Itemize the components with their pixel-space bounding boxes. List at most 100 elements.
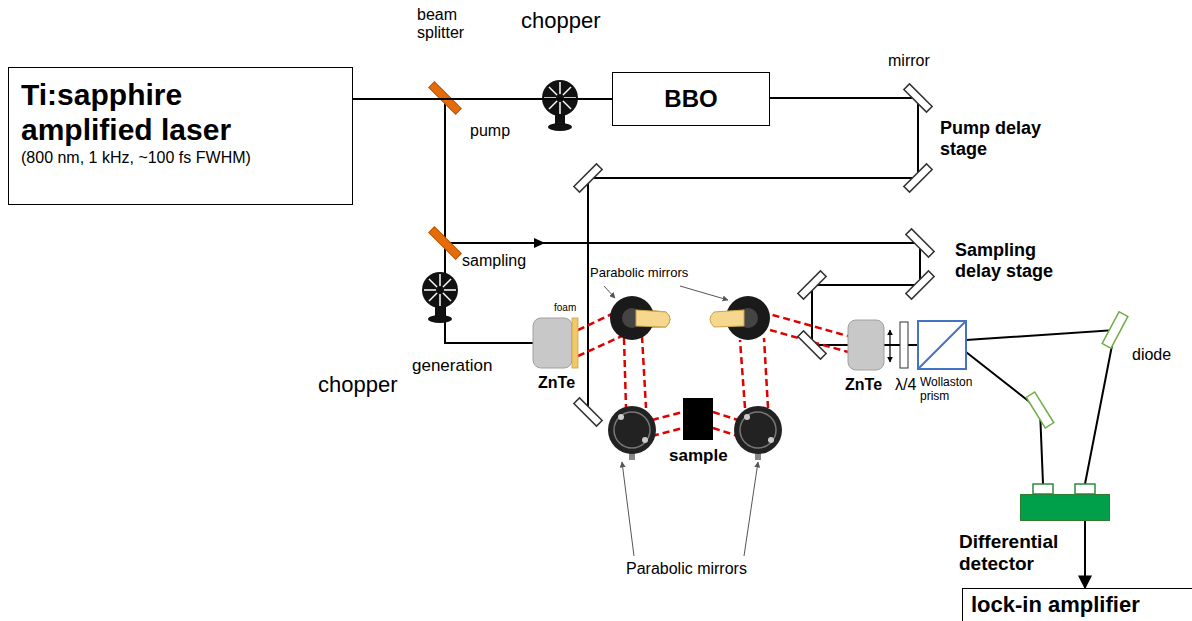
diode-mirror	[1102, 312, 1128, 348]
mirror	[798, 271, 826, 299]
mirror-label: Parabolic mirrors	[626, 560, 747, 578]
beam-label: pump	[470, 122, 510, 140]
beam-label: sampling	[462, 252, 526, 270]
chopper-icon	[429, 279, 451, 301]
detector-input	[1033, 484, 1095, 494]
chopper-label: chopper	[318, 372, 398, 397]
diode-label: diode	[1132, 346, 1171, 364]
laser-beam	[588, 98, 918, 412]
parabolic-mirror	[710, 310, 744, 327]
crystal-label: ZnTe	[538, 374, 575, 392]
laser-beam	[966, 352, 1043, 484]
stage-label: Pump delay stage	[940, 118, 1045, 159]
beam-splitter	[429, 227, 462, 260]
mirror	[574, 398, 602, 426]
znte-crystal	[848, 320, 884, 370]
chopper-icon	[548, 123, 572, 131]
laser-specs: (800 nm, 1 kHz, ~100 fs FWHM)	[21, 149, 340, 167]
leader-line	[744, 462, 758, 556]
chopper-icon	[428, 315, 452, 323]
diode-mirror	[1026, 392, 1054, 428]
laser-beam	[445, 98, 1115, 484]
leader-line	[604, 286, 758, 556]
chopper-icon	[429, 279, 451, 301]
material-label: foam	[554, 302, 576, 314]
stage-label: Sampling delay stage	[955, 240, 1060, 281]
wave-plate	[889, 330, 890, 362]
wave-plate	[890, 322, 908, 368]
mirror	[906, 229, 934, 257]
leader-line	[680, 286, 728, 300]
prism-label: Wollaston prism	[920, 376, 982, 404]
znte-crystal	[572, 318, 578, 368]
mirror-label: mirror	[888, 52, 930, 70]
thz-beam	[713, 412, 738, 420]
beam-splitter	[429, 82, 462, 260]
mirror-mount	[734, 406, 782, 460]
parabolic-mirror	[710, 296, 770, 340]
parabolic-mirror	[610, 296, 670, 340]
mirror-mount	[740, 412, 776, 448]
mirror	[906, 271, 934, 299]
mirror-mount	[614, 412, 650, 448]
thz-beam	[624, 338, 626, 408]
chopper-icon	[436, 286, 444, 294]
mirror-mount	[608, 406, 656, 454]
crystal-name: BBO	[664, 85, 717, 113]
mirror-mount	[608, 406, 656, 460]
detector-input	[1033, 484, 1053, 494]
diode-mirror	[1026, 312, 1128, 428]
wollaston-prism	[918, 321, 966, 369]
mirror-mount	[768, 437, 774, 443]
thz-beam	[652, 412, 683, 420]
thz-beam	[764, 338, 768, 408]
amplifier-name: lock-in amplifier	[971, 592, 1192, 617]
mirror	[904, 164, 932, 192]
thz-beam	[578, 336, 622, 356]
laser-beam	[445, 98, 920, 345]
thz-beam	[740, 340, 745, 408]
mirror-mount	[734, 406, 782, 454]
laser-name: Ti:sapphire amplified laser	[21, 78, 271, 147]
mirror-label: Parabolic mirrors	[590, 266, 688, 281]
beam-arrow	[534, 238, 545, 248]
mirror	[574, 84, 934, 426]
mirror	[574, 164, 602, 192]
laser-box: Ti:sapphire amplified laser (800 nm, 1 kH…	[8, 67, 353, 205]
wollaston-prism	[918, 321, 966, 369]
laser-beam	[966, 330, 1115, 484]
thz-beam	[578, 313, 614, 330]
laser-beam	[445, 243, 533, 343]
waveplate-label: λ/4	[895, 376, 916, 394]
mirror	[904, 84, 932, 112]
chopper-icon	[422, 272, 458, 323]
thz-beam	[652, 428, 683, 436]
beam-connector	[1084, 521, 1086, 588]
thz-beam	[642, 336, 646, 408]
leader-line	[604, 286, 615, 298]
mirror-mount	[744, 414, 750, 420]
mirror-mount	[618, 414, 624, 420]
beam-label: generation	[412, 356, 492, 376]
wave-plate	[900, 322, 908, 368]
detector-name: Differential detector	[959, 531, 1079, 575]
znte-crystal	[533, 318, 572, 368]
beam-connector	[353, 98, 612, 100]
parabolic-mirror	[610, 296, 770, 340]
chopper-icon	[542, 80, 578, 131]
beam-splitter-label: beam splitter	[417, 6, 487, 43]
crystal-label: ZnTe	[845, 376, 882, 394]
chopper-icon	[422, 272, 458, 308]
wollaston-prism	[918, 321, 966, 369]
parabolic-mirror	[636, 310, 670, 327]
detector-input	[1075, 484, 1095, 494]
sample-label: sample	[669, 446, 728, 466]
mirror	[798, 331, 826, 359]
znte-crystal	[533, 318, 884, 370]
parabolic-mirror	[632, 308, 670, 328]
detector-box: Differential detector	[1020, 494, 1110, 521]
chopper-icon	[424, 274, 456, 306]
sample-block	[683, 398, 713, 440]
amplifier-box: lock-in amplifier	[962, 588, 1192, 621]
leader-line	[622, 462, 634, 556]
